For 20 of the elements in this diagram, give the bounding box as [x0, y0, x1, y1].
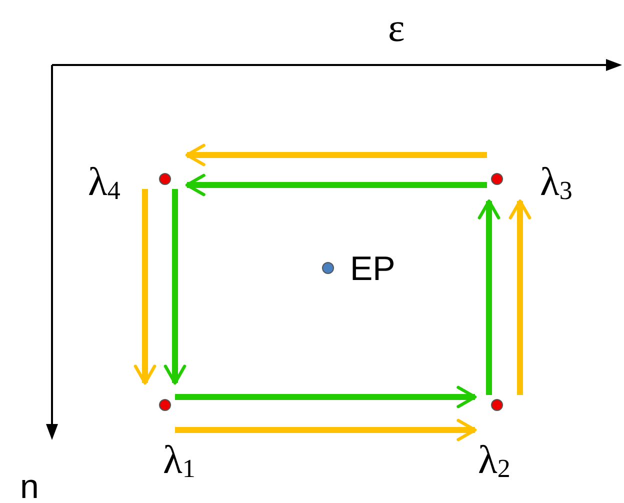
point-marker — [322, 262, 334, 274]
eigenvalue-point — [491, 399, 503, 411]
axis-label: n — [20, 470, 39, 503]
eigenvalue-label: λ$_{1}$ — [163, 440, 196, 482]
eigenvalue-label: λ$_{3}$ — [540, 162, 572, 204]
arrow — [175, 386, 477, 408]
arrow — [508, 199, 532, 395]
arrow — [175, 418, 477, 442]
arrow — [185, 144, 487, 166]
arrow — [134, 189, 156, 385]
eigenvalue-label: λ$_{2}$ — [478, 440, 510, 482]
eigenvalue-point — [159, 399, 171, 411]
eigenvalue-point — [159, 173, 171, 185]
eigenvalue-label: λ$_{4}$ — [88, 162, 120, 204]
axis-label: ε — [388, 8, 405, 48]
arrow — [478, 199, 500, 395]
point-label: EP — [350, 252, 396, 286]
arrow — [164, 189, 186, 385]
eigenvalue-point — [491, 173, 503, 185]
arrow — [185, 174, 487, 196]
